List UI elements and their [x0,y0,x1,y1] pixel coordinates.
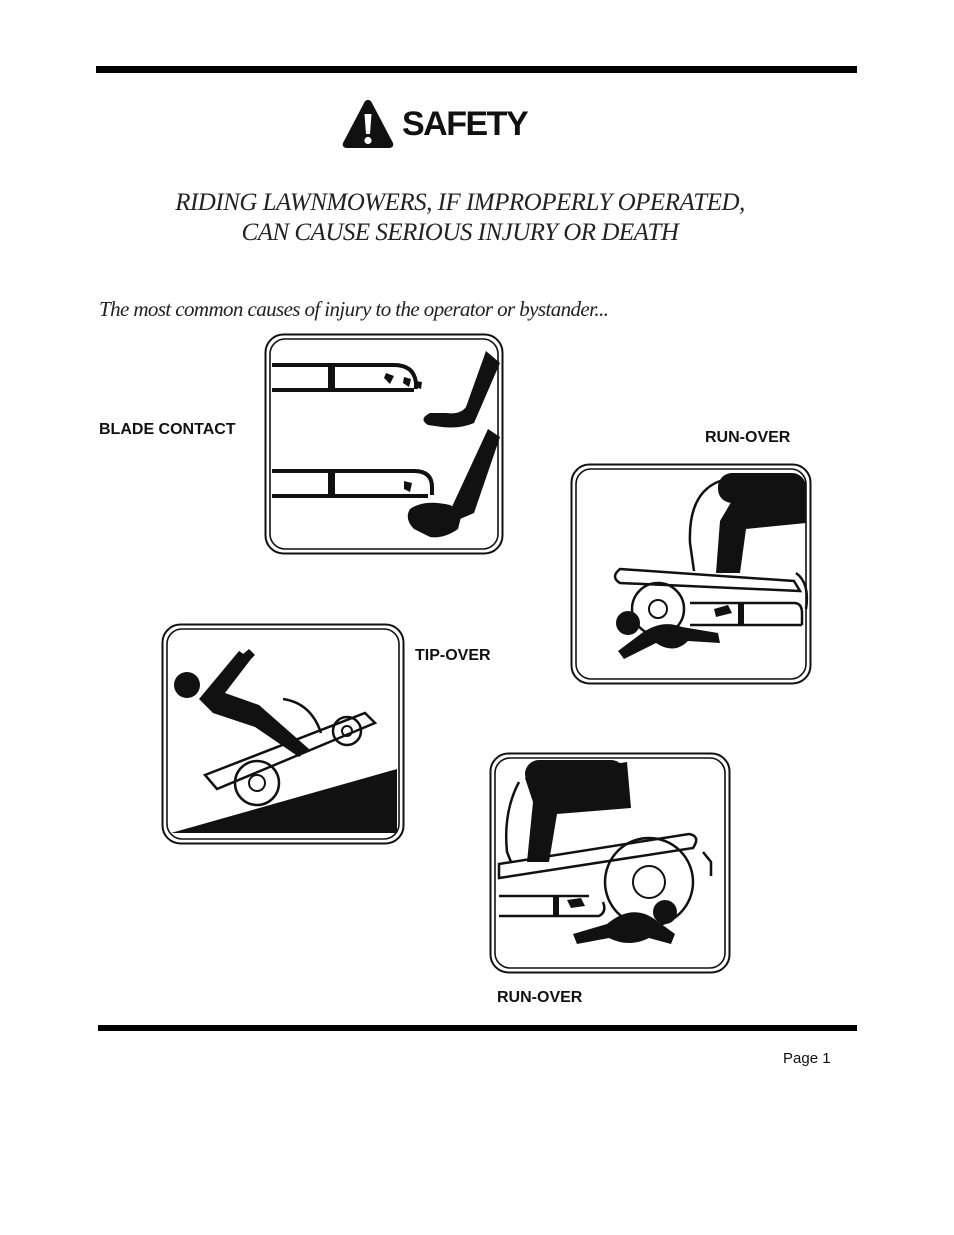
warning-line-2: CAN CAUSE SERIOUS INJURY OR DEATH [241,219,679,246]
intro-text: The most common causes of injury to the … [99,297,609,321]
page-title: SAFETY [402,104,529,143]
warning-statement: RIDING LAWNMOWERS, IF IMPROPERLY OPERATE… [100,188,820,248]
page-number: Page 1 [783,1050,831,1067]
run-over-illustration-2 [489,752,731,974]
blade-contact-illustration [264,333,504,555]
top-rule [96,66,857,73]
label-run-over-2: RUN-OVER [497,989,583,1006]
label-blade-contact: BLADE CONTACT [99,421,236,438]
warning-line-1: RIDING LAWNMOWERS, IF IMPROPERLY OPERATE… [175,189,745,216]
tip-over-illustration [161,623,405,845]
bottom-rule [98,1025,857,1031]
run-over-illustration-1 [570,463,812,685]
label-tip-over: TIP-OVER [415,647,491,664]
warning-triangle-icon [342,100,394,148]
safety-header: SAFETY [340,96,529,152]
label-run-over-1: RUN-OVER [705,429,791,446]
